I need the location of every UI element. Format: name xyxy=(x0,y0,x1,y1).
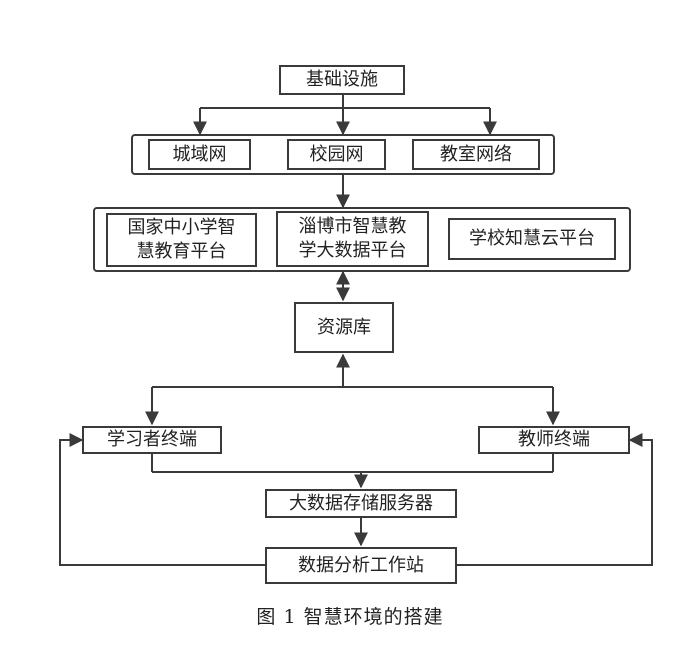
resource-library-box: 资源库 xyxy=(294,302,394,353)
storage-server-label: 大数据存储服务器 xyxy=(289,492,433,514)
campus-network-label: 校园网 xyxy=(309,143,364,165)
national-platform-box: 国家中小学智慧教育平台 xyxy=(106,213,257,267)
metro-network-box: 城域网 xyxy=(148,139,251,170)
school-cloud-label: 学校知慧云平台 xyxy=(469,228,595,249)
national-platform-label: 国家中小学智慧教育平台 xyxy=(127,217,236,262)
learner-terminal-box: 学习者终端 xyxy=(82,426,222,454)
classroom-network-label: 教室网络 xyxy=(440,143,512,165)
classroom-network-box: 教室网络 xyxy=(412,139,540,170)
feedback-to-teacher xyxy=(456,433,653,566)
storage-server-box: 大数据存储服务器 xyxy=(265,489,457,518)
analysis-station-box: 数据分析工作站 xyxy=(265,547,457,584)
resource-library-label: 资源库 xyxy=(317,316,371,338)
teacher-terminal-box: 教师终端 xyxy=(478,426,630,454)
zibo-platform-label: 淄博市智慧教学大数据平台 xyxy=(298,216,407,261)
zibo-platform-box: 淄博市智慧教学大数据平台 xyxy=(276,211,429,267)
metro-network-label: 城域网 xyxy=(172,143,227,165)
analysis-station-label: 数据分析工作站 xyxy=(298,554,424,576)
school-cloud-box: 学校知慧云平台 xyxy=(448,218,616,260)
network-group xyxy=(131,134,555,175)
infrastructure-label: 基础设施 xyxy=(306,69,378,90)
infrastructure-box: 基础设施 xyxy=(279,65,405,95)
teacher-terminal-label: 教师终端 xyxy=(518,429,590,450)
feedback-to-learner xyxy=(59,433,265,566)
learner-terminal-label: 学习者终端 xyxy=(107,429,197,450)
figure-caption: 图 1 智慧环境的搭建 xyxy=(256,606,444,628)
platform-group xyxy=(93,207,631,272)
campus-network-box: 校园网 xyxy=(287,139,386,170)
